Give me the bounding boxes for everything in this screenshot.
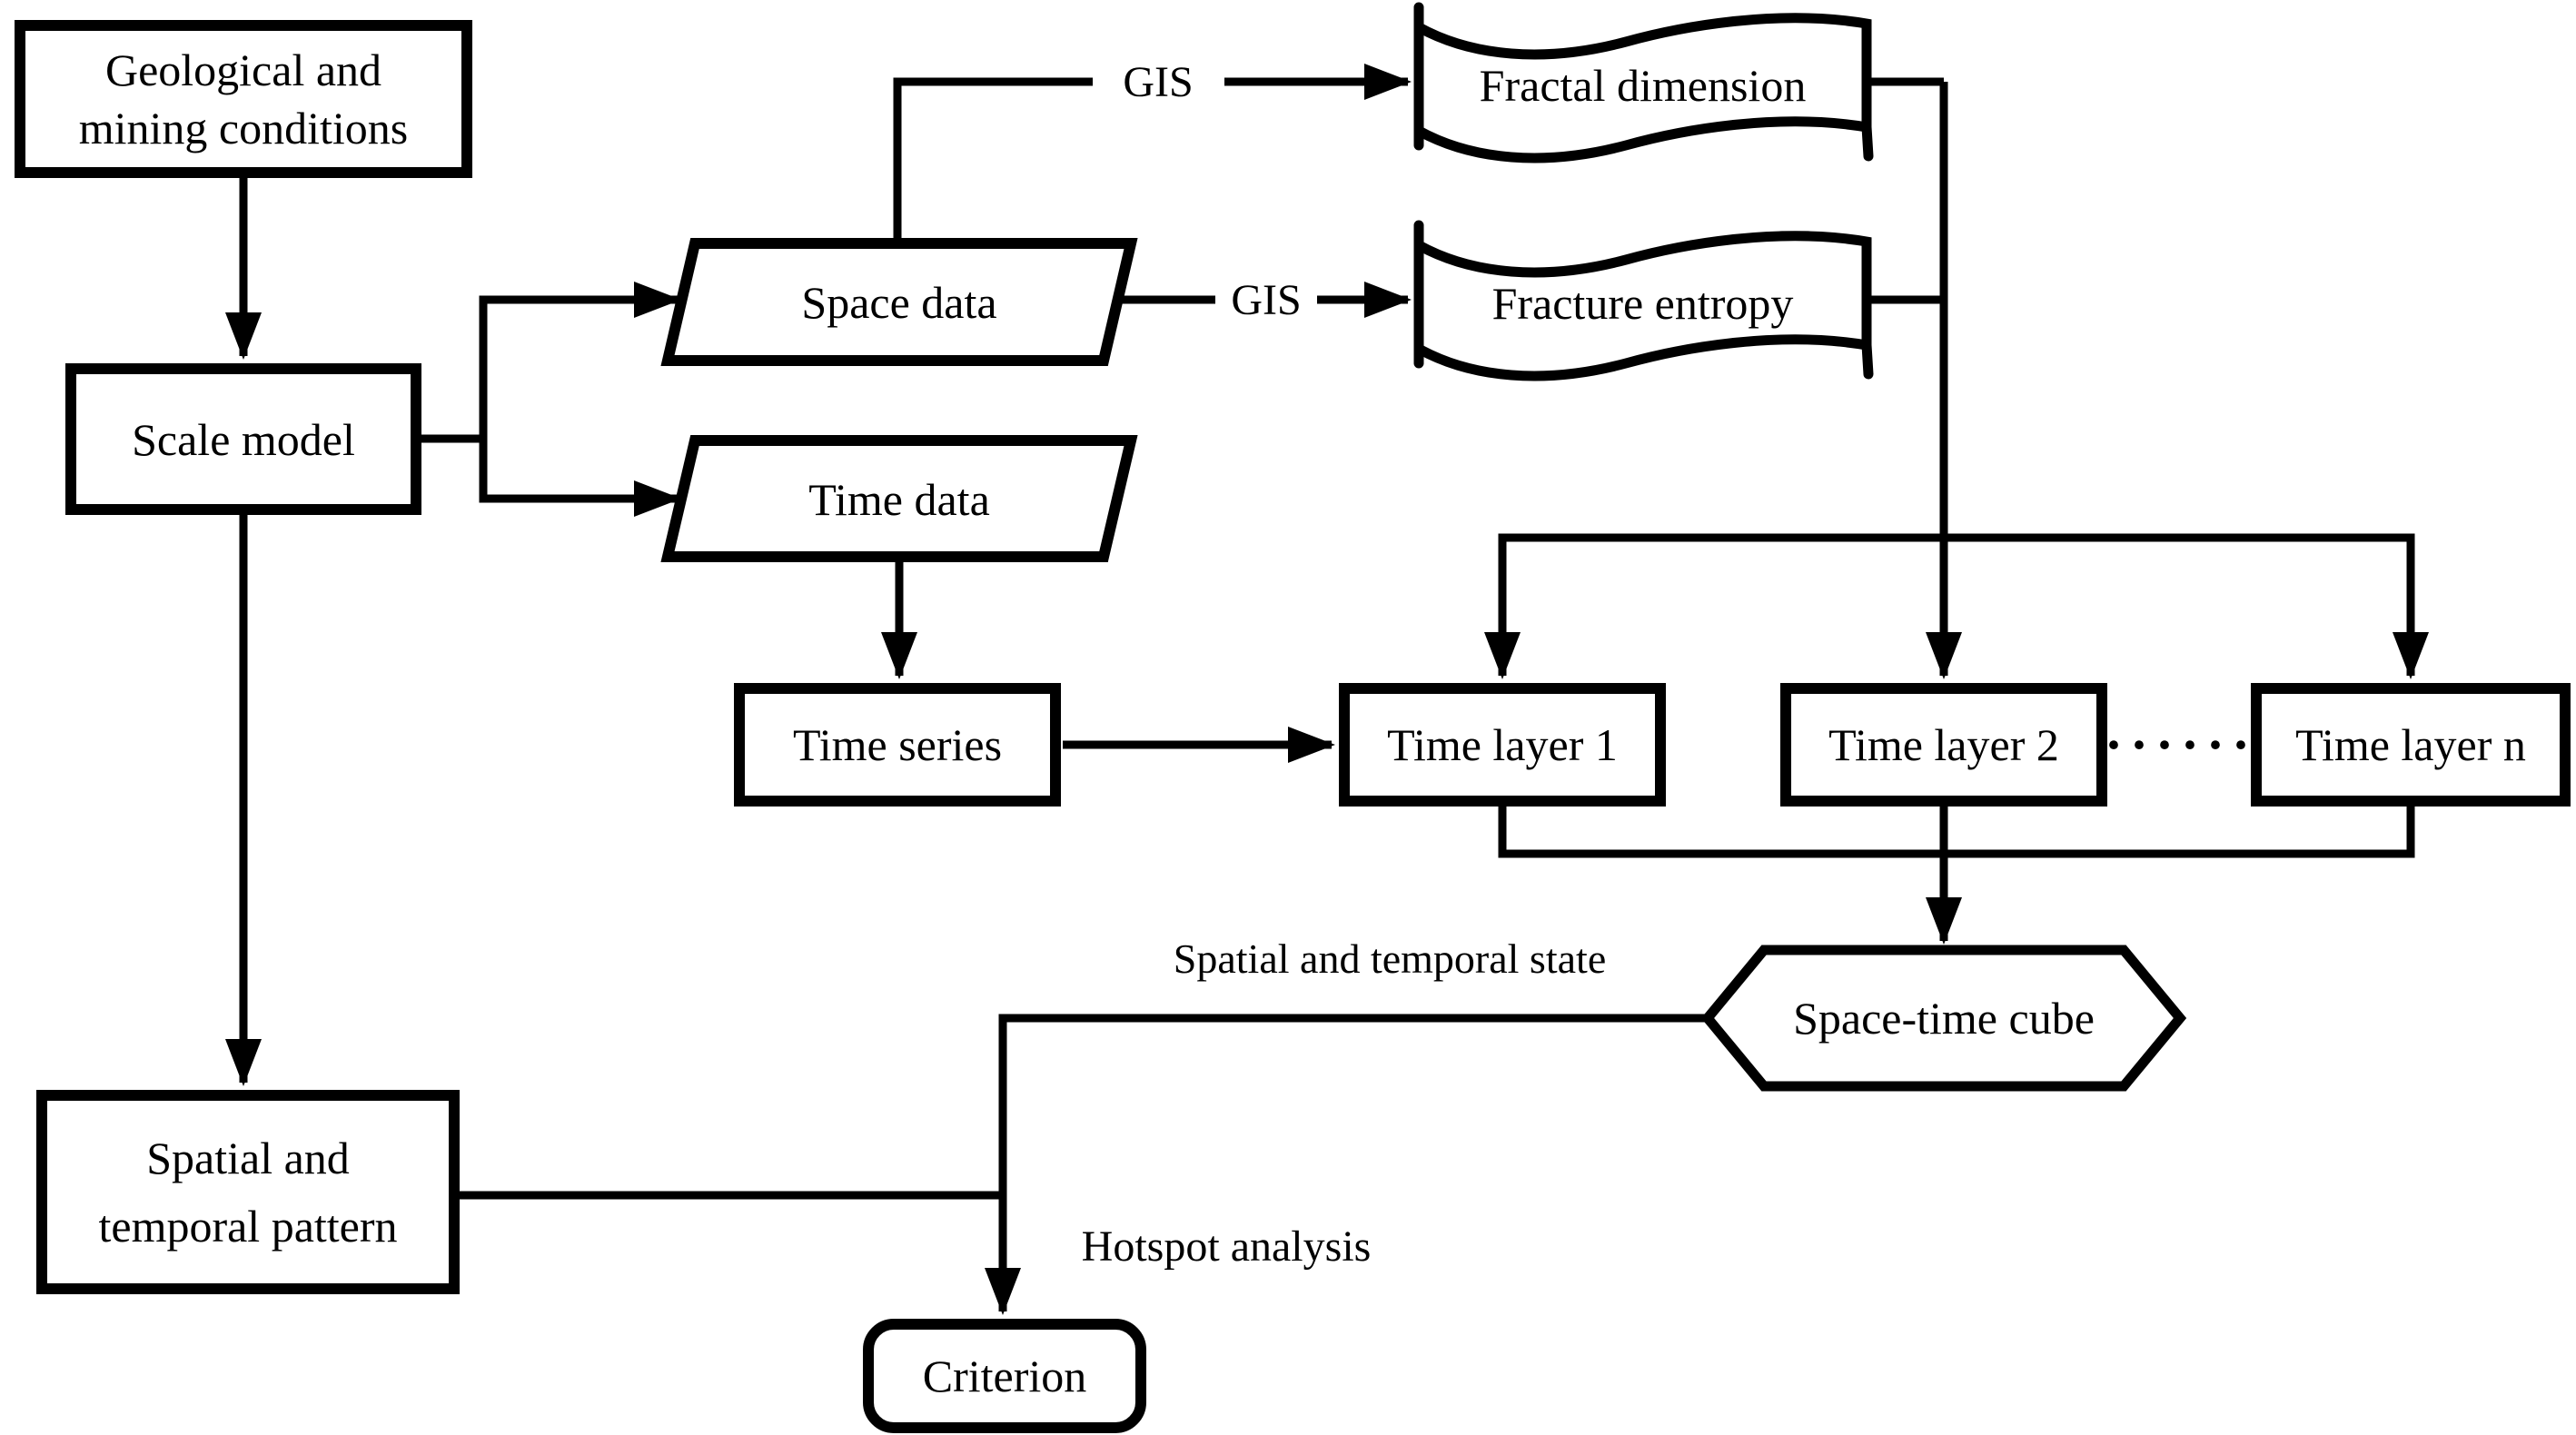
spatial-temporal-state-text: Spatial and temporal state bbox=[1173, 935, 1607, 982]
node-scale-model: Scale model bbox=[65, 363, 421, 515]
node-geological-mining-conditions-label: Geological and mining conditions bbox=[78, 45, 409, 153]
node-criterion: Criterion bbox=[863, 1319, 1146, 1433]
node-time-series-label: Time series bbox=[792, 719, 1003, 770]
fracture-entropy-text: Fracture entropy bbox=[1491, 278, 1794, 329]
fractal-dimension-text: Fractal dimension bbox=[1479, 60, 1807, 111]
node-spatial-temporal-pattern: Spatial and temporal pattern bbox=[36, 1090, 460, 1294]
node-time-series: Time series bbox=[734, 683, 1061, 807]
gis-middle-text: GIS bbox=[1231, 275, 1302, 324]
space-time-cube-hexagon bbox=[1700, 945, 2187, 1092]
edge-label-gis-top: GIS bbox=[1095, 54, 1222, 109]
time-data-text: Time data bbox=[808, 474, 990, 525]
time-layer-ellipsis-text: ······ bbox=[2104, 714, 2258, 775]
space-data-text: Space data bbox=[801, 277, 997, 328]
node-time-layer-1: Time layer 1 bbox=[1339, 683, 1666, 807]
edge-cube-to-criterion bbox=[985, 1014, 1708, 1315]
node-fracture-entropy-label: Fracture entropy bbox=[1417, 248, 1868, 359]
node-space-data-label: Space data bbox=[668, 247, 1131, 358]
time-data-parallelogram bbox=[660, 435, 1138, 562]
hotspot-analysis-text: Hotspot analysis bbox=[1081, 1222, 1372, 1271]
node-time-layer-2-label: Time layer 2 bbox=[1828, 719, 2059, 770]
node-spatial-temporal-pattern-label: Spatial and temporal pattern bbox=[98, 1132, 398, 1252]
fractal-dimension-tape-tail bbox=[1861, 122, 1874, 162]
fracture-entropy-tape-tail bbox=[1861, 340, 1874, 380]
node-time-layer-n-label: Time layer n bbox=[2295, 719, 2526, 770]
edge-label-spatial-temporal-state: Spatial and temporal state bbox=[1117, 930, 1662, 986]
time-layer-ellipsis: ······ bbox=[2105, 712, 2250, 777]
node-time-layer-n: Time layer n bbox=[2251, 683, 2571, 807]
node-time-layer-2: Time layer 2 bbox=[1780, 683, 2107, 807]
node-space-time-cube-label: Space-time cube bbox=[1708, 952, 2180, 1084]
edge-top-bracket-to-layers-1-and-n bbox=[1484, 533, 2429, 679]
space-data-parallelogram bbox=[660, 238, 1138, 366]
node-time-layer-1-label: Time layer 1 bbox=[1387, 719, 1618, 770]
node-geological-mining-conditions: Geological and mining conditions bbox=[15, 20, 472, 178]
node-criterion-label: Criterion bbox=[922, 1351, 1087, 1401]
edge-branch-to-space-and-time-data bbox=[479, 282, 681, 517]
node-scale-model-label: Scale model bbox=[132, 413, 355, 465]
edge-label-hotspot-analysis: Hotspot analysis bbox=[1026, 1217, 1426, 1275]
edge-bottom-bracket-collect-layers bbox=[1498, 807, 2415, 858]
gis-top-text: GIS bbox=[1123, 57, 1194, 106]
node-fractal-dimension-label: Fractal dimension bbox=[1417, 30, 1868, 141]
space-time-cube-text: Space-time cube bbox=[1793, 993, 2095, 1044]
edge-label-gis-middle: GIS bbox=[1217, 272, 1315, 327]
node-time-data-label: Time data bbox=[668, 444, 1131, 555]
edge-space-data-up-to-gis bbox=[893, 77, 1093, 243]
